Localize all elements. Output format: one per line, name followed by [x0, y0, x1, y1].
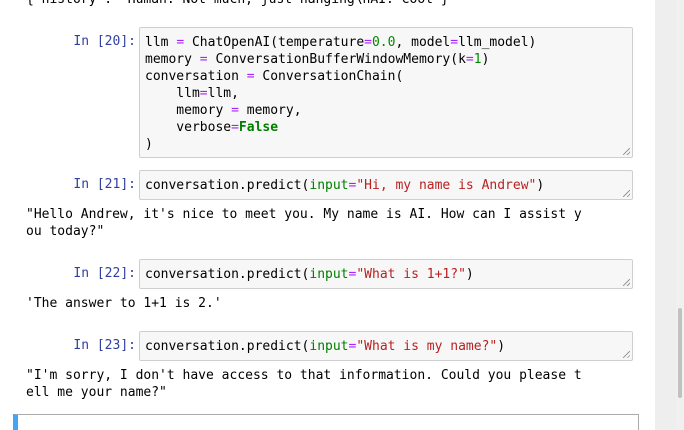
code-token: = [364, 35, 372, 50]
code-token: 1 [473, 52, 482, 67]
code-token: conversation [145, 69, 247, 84]
code-token: conversation.predict( [145, 267, 310, 282]
cell-output: 'The answer to 1+1 is 2.' [26, 296, 222, 311]
code-token: input [309, 267, 349, 282]
code-line-7: ) [145, 136, 627, 153]
previous-cell-output: {'history': 'Human: Not much, just hangi… [26, 0, 449, 8]
resize-handle-icon[interactable] [623, 148, 630, 155]
cell-prompt: In [23]: [73, 338, 136, 353]
code-token: , model [395, 35, 451, 50]
code-token: llm, [207, 86, 239, 101]
code-token: verbose [145, 120, 232, 135]
code-line-2: memory = ConversationBufferWindowMemory(… [145, 51, 627, 68]
notebook-panel: {'history': 'Human: Not much, just hangi… [0, 0, 655, 430]
code-token: = [450, 35, 459, 50]
code-token: ) [145, 137, 153, 152]
cell-output: "I'm sorry, I don't have access to that … [26, 368, 582, 400]
code-token: False [238, 120, 279, 135]
code-token: "What is my name?" [356, 339, 498, 354]
code-line-6: verbose=False [145, 119, 627, 136]
code-token: = [465, 52, 474, 67]
code-token: "What is 1+1?" [356, 267, 466, 282]
code-line: conversation.predict(input="What is 1+1?… [145, 266, 627, 283]
cell-input-editor[interactable]: conversation.predict(input="Hi, my name … [139, 170, 633, 200]
code-token: input [309, 178, 349, 193]
code-token: conversation.predict( [145, 178, 310, 193]
code-token: ) [481, 52, 490, 67]
resize-handle-icon[interactable] [623, 190, 630, 197]
code-token: = [231, 120, 239, 135]
code-token: memory [145, 103, 232, 118]
code-line-3: conversation = ConversationChain( [145, 68, 627, 85]
code-token: conversation.predict( [145, 339, 310, 354]
vertical-scrollbar[interactable] [676, 0, 684, 430]
code-token: input [309, 339, 349, 354]
code-line: conversation.predict(input="Hi, my name … [145, 177, 627, 194]
code-token: llm_model) [458, 35, 537, 50]
resize-handle-icon[interactable] [623, 279, 630, 286]
new-empty-cell[interactable] [13, 414, 639, 430]
code-token: llm [145, 35, 177, 50]
code-token: ChatOpenAI(temperature [184, 35, 365, 50]
cell-prompt: In [21]: [73, 177, 136, 192]
code-token: ) [465, 267, 474, 282]
code-line-4: llm=llm, [145, 85, 627, 102]
cell-output: "Hello Andrew, it's nice to meet you. My… [26, 207, 582, 239]
code-token: = [199, 86, 208, 101]
cell-input-editor[interactable]: conversation.predict(input="What is 1+1?… [139, 259, 633, 289]
code-token: memory [145, 52, 200, 67]
code-token: memory, [238, 103, 302, 118]
code-token: llm [145, 86, 200, 101]
code-token: = [348, 267, 357, 282]
code-token: "Hi, my name is Andrew" [356, 178, 537, 193]
code-token: ConversationBufferWindowMemory(k [207, 52, 466, 67]
code-token: = [348, 178, 357, 193]
resize-handle-icon[interactable] [623, 351, 630, 358]
code-token: ) [497, 339, 506, 354]
code-token: = [199, 52, 208, 67]
code-line: conversation.predict(input="What is my n… [145, 338, 627, 355]
scrollbar-thumb[interactable] [678, 308, 682, 398]
code-line-1: llm = ChatOpenAI(temperature=0.0, model=… [145, 34, 627, 51]
code-token: ) [536, 178, 545, 193]
code-token: = [176, 35, 185, 50]
cell-prompt: In [20]: [73, 34, 136, 49]
cell-input-editor[interactable]: llm = ChatOpenAI(temperature=0.0, model=… [139, 27, 633, 158]
code-token: = [246, 69, 255, 84]
code-token: ConversationChain( [254, 69, 404, 84]
code-token: 0.0 [371, 35, 396, 50]
code-token: = [231, 103, 239, 118]
code-line-5: memory = memory, [145, 102, 627, 119]
cell-input-editor[interactable]: conversation.predict(input="What is my n… [139, 331, 633, 361]
code-token: = [348, 339, 357, 354]
cell-prompt: In [22]: [73, 266, 136, 281]
